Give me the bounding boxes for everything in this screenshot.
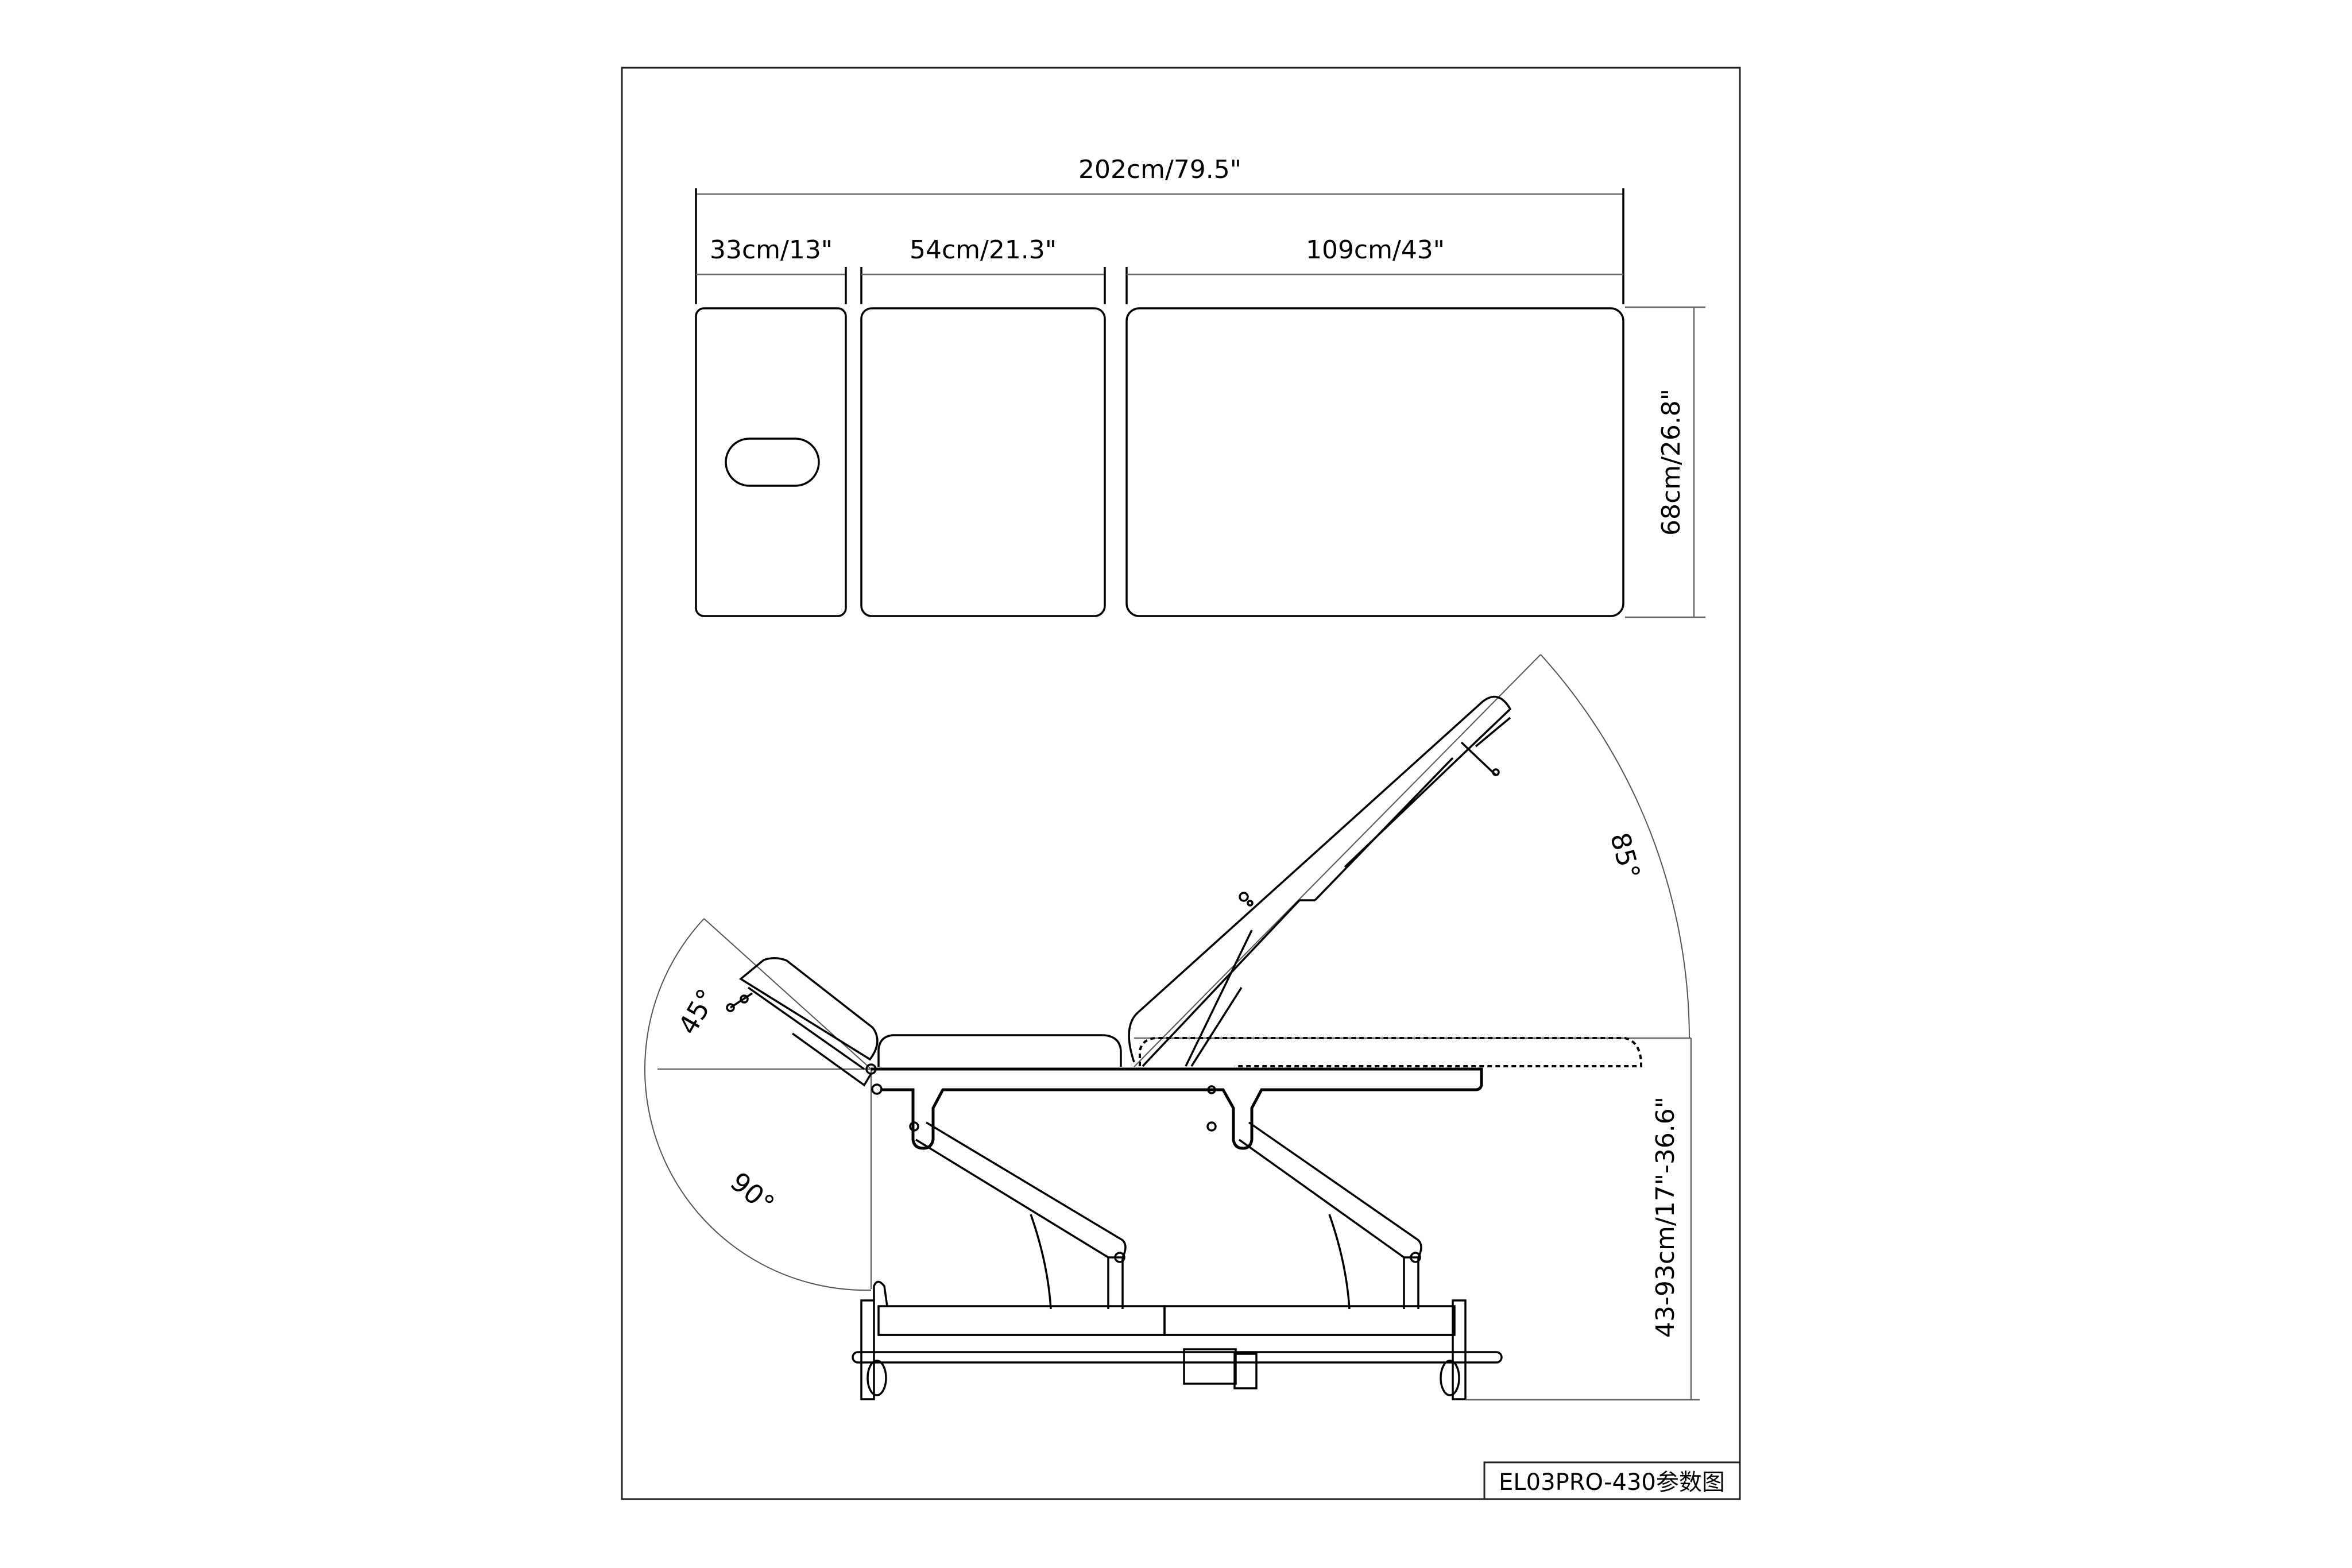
top-frame-rail — [871, 1067, 1483, 1150]
head-section-cushion — [695, 307, 847, 617]
back-section-length-label: 109cm/43" — [1306, 235, 1445, 265]
lifting-arms — [915, 1121, 1422, 1310]
middle-cushion-side — [877, 1034, 1122, 1067]
middle-section-length-label: 54cm/21.3" — [910, 235, 1057, 265]
top-view: 202cm/79.5" 33cm/13" 54cm/21.3" 109cm/43… — [695, 155, 1705, 618]
height-range-label: 43-93cm/17"-36.6" — [1651, 1097, 1680, 1338]
face-hole — [725, 438, 820, 487]
overall-length-label: 202cm/79.5" — [1078, 155, 1241, 184]
backrest-flat-dashed — [1139, 1037, 1642, 1067]
middle-section-cushion — [860, 307, 1106, 617]
drawing-frame — [621, 67, 1741, 1500]
width-label: 68cm/26.8" — [1657, 389, 1686, 536]
backrest-raised — [1128, 695, 1512, 1067]
backrest-angle-arc — [1540, 654, 1690, 1039]
head-section-length-label: 33cm/13" — [710, 235, 833, 265]
head-down-angle-label: 90° — [725, 1166, 780, 1220]
back-section-cushion — [1125, 307, 1624, 617]
head-section-raised — [726, 957, 883, 1095]
head-up-angle-label: 45° — [672, 984, 722, 1040]
base-frame — [852, 1280, 1503, 1400]
backrest-angle-label: 85° — [1604, 829, 1646, 882]
head-angle-arc — [644, 918, 872, 1291]
side-view: 45° 90° 85° — [644, 654, 1700, 1401]
title-block: EL03PRO-430参数图 — [1483, 1461, 1741, 1500]
drawing-title: EL03PRO-430参数图 — [1499, 1469, 1725, 1496]
